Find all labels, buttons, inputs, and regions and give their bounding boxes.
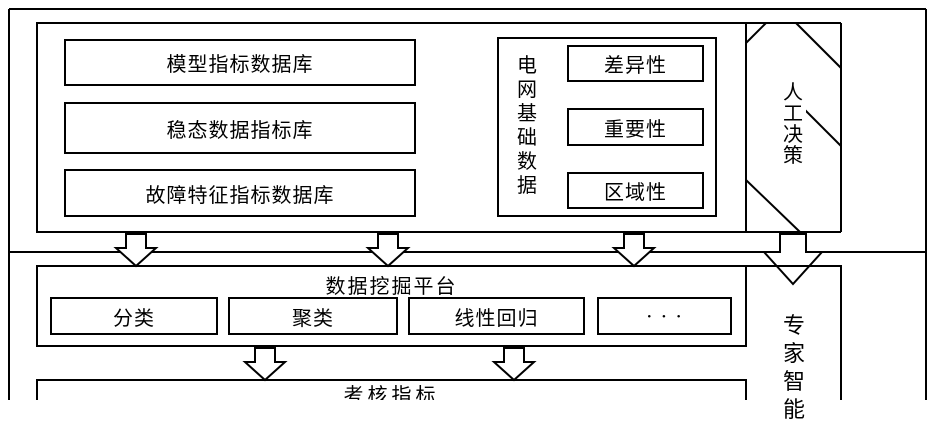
property-regional-label: 区域性: [604, 180, 667, 204]
method-linear-regression-label: 线性回归: [454, 305, 539, 330]
method-linear-regression: 线性回归: [408, 297, 585, 335]
property-difference: 差异性: [567, 45, 704, 82]
arrow-platform-to-assessment-2: [491, 347, 537, 382]
method-clustering-label: 聚类: [292, 305, 334, 330]
arrow-db-to-platform-2: [365, 233, 411, 268]
method-classification-label: 分类: [113, 305, 155, 330]
db-steady-state: 稳态数据指标库: [64, 102, 416, 154]
method-more: · · ·: [597, 297, 732, 335]
db-fault-feature: 故障特征指标数据库: [64, 169, 416, 217]
method-more-label: · · ·: [646, 304, 683, 328]
property-regional: 区域性: [567, 172, 704, 209]
db-steady-state-label: 稳态数据指标库: [166, 117, 314, 142]
arrow-decision-to-expert: [761, 233, 825, 286]
db-fault-feature-label: 故障特征指标数据库: [145, 182, 335, 207]
method-clustering: 聚类: [228, 297, 398, 335]
expert-intelligence-label: 专 家 智 能: [782, 314, 805, 423]
db-model-indicator-label: 模型指标数据库: [166, 52, 314, 76]
property-importance-label: 重要性: [604, 116, 667, 141]
manual-decision-label: 人 工 决 策: [780, 82, 806, 166]
grid-base-data-label: 电 网 基 础 数 据: [517, 53, 537, 197]
arrow-platform-to-assessment: [242, 347, 288, 382]
method-classification: 分类: [50, 297, 218, 335]
assessment-panel-title: 考核指标: [343, 384, 440, 400]
property-importance: 重要性: [567, 108, 704, 146]
arrow-db-to-platform: [113, 233, 159, 268]
property-difference-label: 差异性: [604, 53, 667, 77]
db-model-indicator: 模型指标数据库: [64, 39, 416, 86]
arrow-base-to-platform: [611, 233, 657, 268]
mining-platform-title: 数据挖掘平台: [325, 274, 458, 298]
